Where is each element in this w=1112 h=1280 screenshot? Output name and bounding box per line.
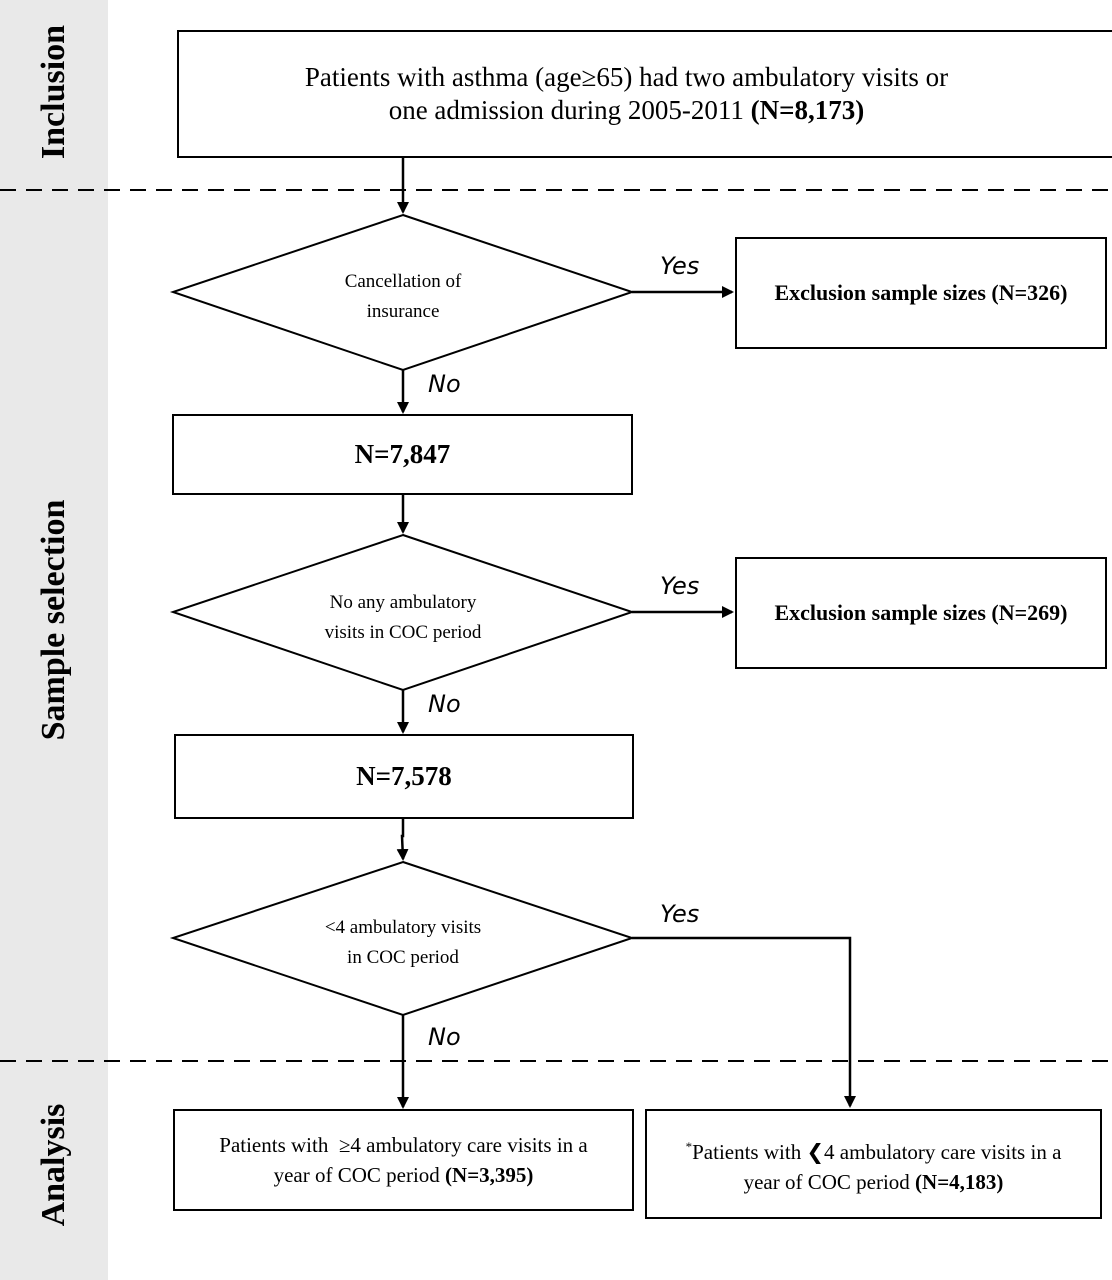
decision-1-text: Cancellation of insurance (263, 267, 543, 327)
outcome-left-line2: year of COC period (273, 1163, 440, 1187)
outcome-right-marker: * (685, 1138, 693, 1154)
outcome-left-count: (N=3,395) (445, 1163, 534, 1187)
outcome-right-count: (N=4,183) (915, 1169, 1004, 1194)
inclusion-line1: Patients with asthma (age≥65) had two am… (304, 62, 949, 92)
outcome-box-right: *Patients with ❮4 ambulatory care visits… (645, 1109, 1102, 1219)
outcome-left-line1: Patients with ≥4 ambulatory care visits … (219, 1133, 588, 1157)
count-box-2-text: N=7,578 (356, 761, 452, 791)
decision-2-text: No any ambulatory visits in COC period (263, 588, 543, 648)
inclusion-box: Patients with asthma (age≥65) had two am… (177, 30, 1112, 158)
branch-label-yes-1: Yes (660, 252, 700, 280)
decision-3-text: <4 ambulatory visits in COC period (263, 913, 543, 973)
exclusion-box-2: Exclusion sample sizes (N=269) (735, 557, 1107, 669)
branch-label-no-1: No (428, 370, 461, 398)
inclusion-count: (N=8,173) (750, 95, 865, 125)
count-box-1: N=7,847 (172, 414, 633, 495)
exclusion-box-1-text: Exclusion sample sizes (N=326) (774, 280, 1068, 305)
inclusion-line2: one admission during 2005-2011 (388, 95, 744, 125)
decision-2-line1: No any ambulatory (329, 592, 477, 613)
section-sidebar (0, 0, 108, 1280)
outcome-right-line2: year of COC period (743, 1169, 910, 1194)
decision-1-line1: Cancellation of (344, 271, 462, 292)
exclusion-box-2-text: Exclusion sample sizes (N=269) (774, 600, 1068, 625)
count-box-2: N=7,578 (174, 734, 634, 819)
arrow-d3-yes (632, 936, 856, 1108)
outcome-box-left: Patients with ≥4 ambulatory care visits … (173, 1109, 634, 1211)
count-box-1-text: N=7,847 (354, 439, 451, 469)
arrow-n2-to-d3 (396, 818, 409, 861)
exclusion-box-1: Exclusion sample sizes (N=326) (735, 237, 1107, 349)
branch-label-no-3: No (428, 1023, 461, 1051)
branch-label-no-2: No (428, 690, 461, 718)
decision-2-line2: visits in COC period (324, 622, 482, 643)
decision-3-line2: in COC period (347, 947, 459, 968)
decision-3-line1: <4 ambulatory visits (324, 917, 482, 938)
outcome-right-line1: Patients with ❮4 ambulatory care visits … (692, 1139, 1062, 1164)
branch-label-yes-2: Yes (660, 572, 700, 600)
branch-label-yes-3: Yes (660, 900, 700, 928)
decision-1-line2: insurance (366, 301, 440, 322)
